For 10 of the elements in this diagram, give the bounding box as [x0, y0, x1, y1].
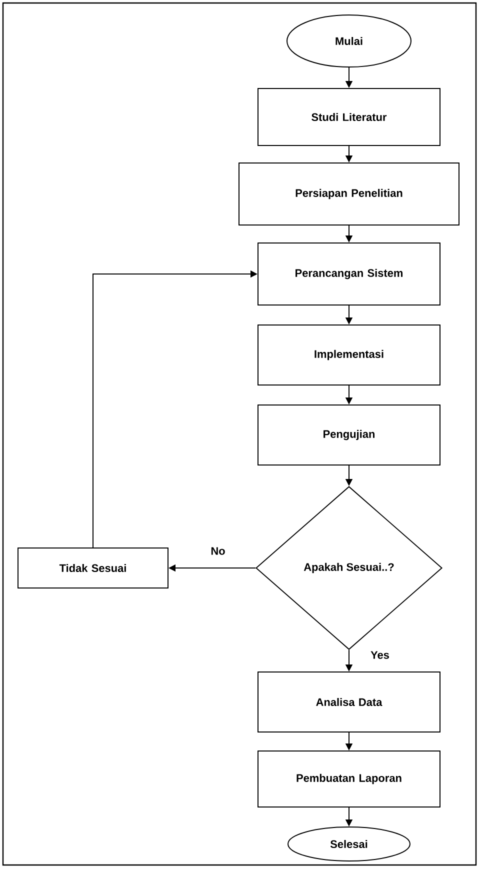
process-box: Studi Literatur	[258, 88, 440, 146]
process-box: Perancangan Sistem	[258, 242, 440, 306]
process-box: Implementasi	[258, 324, 440, 386]
process-box: Pembuatan Laporan	[258, 750, 440, 808]
edge-label: Yes	[370, 650, 390, 660]
process-box: Tidak Sesuai	[18, 548, 168, 588]
edge-label: No	[210, 546, 226, 556]
process-box: Pengujian	[258, 404, 440, 466]
process-box: Analisa Data	[258, 672, 440, 732]
process-box: Persiapan Penelitian	[238, 162, 460, 226]
